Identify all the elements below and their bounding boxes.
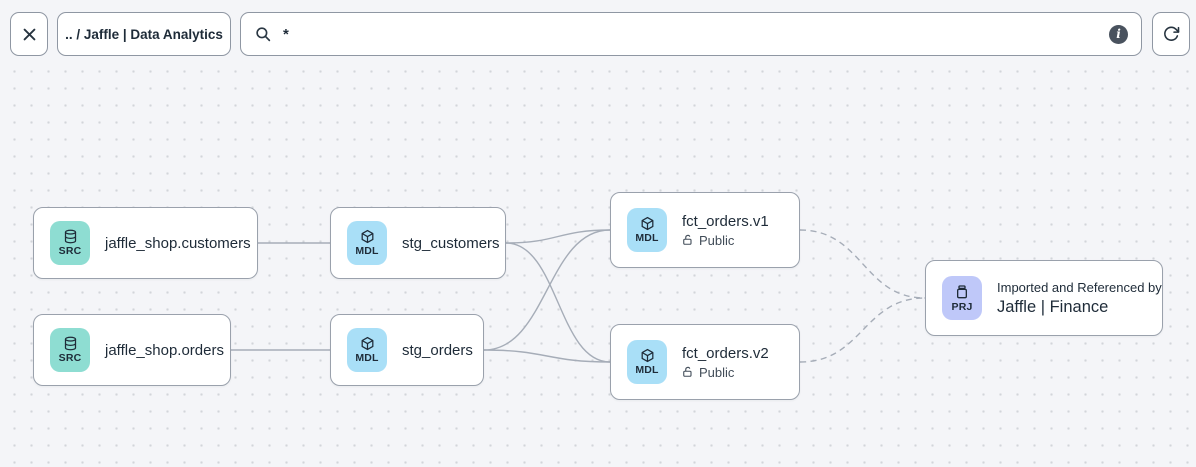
search-box[interactable]: i <box>240 12 1142 56</box>
unlock-icon <box>682 366 694 378</box>
model-badge: MDL <box>347 221 387 265</box>
database-icon <box>63 229 78 244</box>
close-icon <box>21 26 38 43</box>
graph-node-src-customers[interactable]: SRC jaffle_shop.customers <box>33 207 258 279</box>
badge-label: SRC <box>58 352 82 364</box>
refresh-icon <box>1162 25 1180 43</box>
close-button[interactable] <box>10 12 48 56</box>
access-label: Public <box>699 232 735 248</box>
graph-node-stg-orders[interactable]: MDL stg_orders <box>330 314 484 386</box>
badge-label: PRJ <box>951 300 973 313</box>
node-label: jaffle_shop.customers <box>105 234 251 252</box>
node-label: stg_orders <box>402 341 473 359</box>
badge-label: MDL <box>355 352 379 364</box>
breadcrumb[interactable]: .. / Jaffle | Data Analytics <box>57 12 231 56</box>
cube-icon <box>360 229 375 244</box>
node-label: stg_customers <box>402 234 500 252</box>
refresh-button[interactable] <box>1152 12 1190 56</box>
graph-node-prj-finance[interactable]: PRJ Imported and Referenced by Jaffle | … <box>925 260 1163 336</box>
archive-icon <box>954 284 970 300</box>
project-badge: PRJ <box>942 276 982 320</box>
node-label: jaffle_shop.orders <box>105 341 224 359</box>
badge-label: SRC <box>58 245 82 257</box>
graph-node-fct-orders-v1[interactable]: MDL fct_orders.v1 Public <box>610 192 800 268</box>
search-input[interactable] <box>283 25 1109 43</box>
graph-node-fct-orders-v2[interactable]: MDL fct_orders.v2 Public <box>610 324 800 400</box>
badge-label: MDL <box>635 364 659 376</box>
source-badge: SRC <box>50 328 90 372</box>
access-label: Public <box>699 364 735 380</box>
cube-icon <box>360 336 375 351</box>
node-label: Jaffle | Finance <box>997 297 1109 316</box>
model-badge: MDL <box>627 340 667 384</box>
graph-node-stg-customers[interactable]: MDL stg_customers <box>330 207 506 279</box>
cube-icon <box>640 348 655 363</box>
database-icon <box>63 336 78 351</box>
breadcrumb-label: .. / Jaffle | Data Analytics <box>65 26 223 42</box>
node-label: fct_orders.v2 <box>682 344 769 362</box>
source-badge: SRC <box>50 221 90 265</box>
search-icon <box>254 25 272 43</box>
node-caption: Imported and Referenced by <box>997 279 1162 295</box>
badge-label: MDL <box>355 245 379 257</box>
node-label: fct_orders.v1 <box>682 212 769 230</box>
info-icon[interactable]: i <box>1109 24 1128 44</box>
graph-node-src-orders[interactable]: SRC jaffle_shop.orders <box>33 314 231 386</box>
cube-icon <box>640 216 655 231</box>
model-badge: MDL <box>627 208 667 252</box>
model-badge: MDL <box>347 328 387 372</box>
unlock-icon <box>682 234 694 246</box>
badge-label: MDL <box>635 232 659 244</box>
